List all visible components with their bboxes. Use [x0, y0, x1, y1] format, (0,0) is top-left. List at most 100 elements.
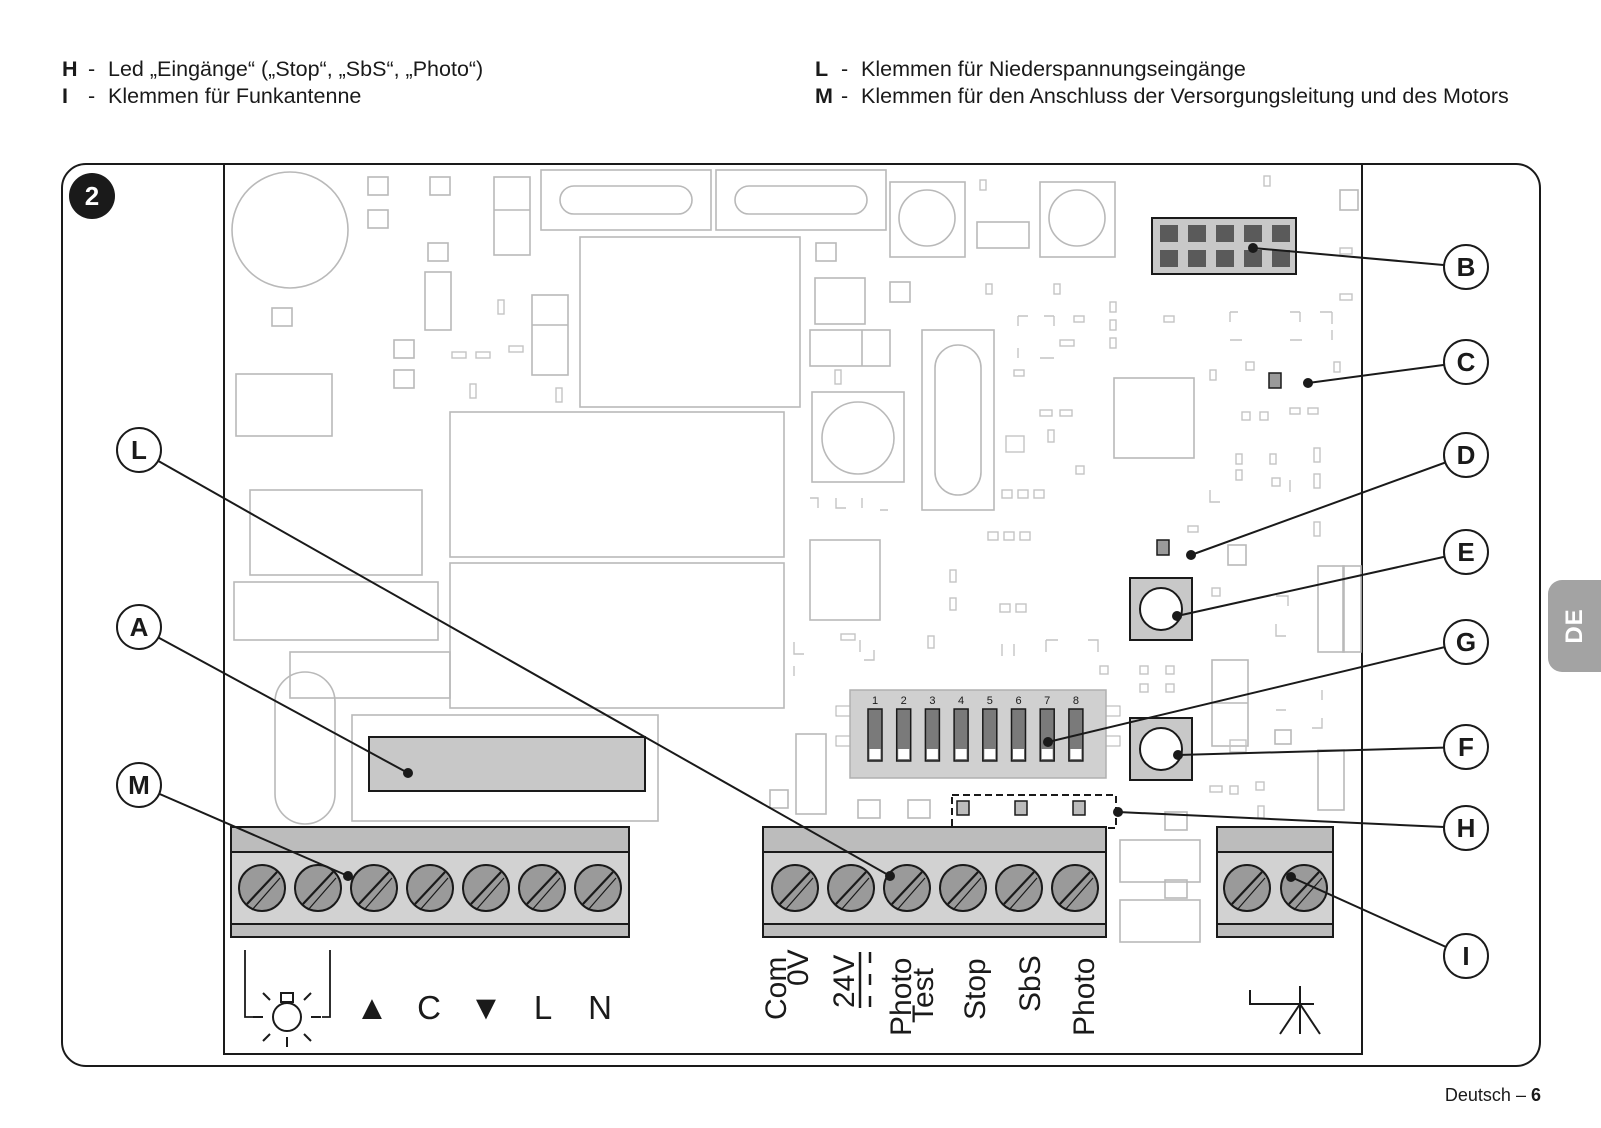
legend-dash: - — [88, 84, 96, 108]
page-footer: Deutsch – 6 — [1445, 1085, 1541, 1106]
dip-number: 7 — [1044, 695, 1050, 707]
legend-key: H — [62, 57, 78, 81]
sbs-label: SbS — [1014, 955, 1047, 1012]
board-outline — [223, 163, 1363, 1055]
callout-letter: F — [1458, 732, 1474, 762]
dip-number: 1 — [872, 695, 878, 707]
figure-number-badge — [69, 173, 115, 219]
callout-letter: G — [1456, 627, 1476, 657]
lamp-bracket — [244, 950, 331, 1018]
legend-item-l: L - Klemmen für Niederspannungseingänge — [815, 56, 1526, 83]
button-f — [1129, 717, 1193, 781]
figure-number: 2 — [85, 181, 99, 211]
neutral-label: N — [588, 989, 612, 1026]
callout-c: C — [1303, 339, 1489, 388]
dip-lever — [895, 708, 912, 762]
legend-right: L - Klemmen für Niederspannungseingänge … — [815, 56, 1526, 110]
callout-a: A — [116, 604, 413, 778]
legend-text: Klemmen für Funkantenne — [108, 84, 362, 108]
dip-lever-knob — [869, 749, 881, 759]
line-label: L — [534, 989, 552, 1026]
legend-dash: - — [841, 57, 849, 81]
legend-item-i: I - Klemmen für Funkantenne — [62, 83, 773, 110]
dip-number: 2 — [901, 695, 907, 707]
callout-e: E — [1172, 529, 1489, 621]
photo-test-label-2: Test — [907, 967, 940, 1023]
callout-l: L — [116, 427, 895, 881]
callout-letter: E — [1457, 537, 1474, 567]
lamp-icon — [253, 992, 321, 1047]
dip-number: 5 — [987, 695, 993, 707]
small-smd-parts — [451, 175, 1353, 819]
legend-text: Klemmen für Niederspannungseingänge — [861, 57, 1246, 81]
zero-volt-label: 0V — [782, 949, 815, 986]
input-terminal-block — [762, 826, 1107, 938]
com-label: Com — [760, 957, 793, 1020]
button-e — [1129, 577, 1193, 641]
terminal-blocks — [230, 826, 1334, 938]
callout-letter: D — [1457, 440, 1476, 470]
dip-lever — [867, 708, 883, 762]
dip-lever-knob — [1070, 749, 1082, 759]
callout-f: F — [1173, 724, 1489, 770]
callout-m: M — [116, 762, 353, 881]
led-d — [1156, 539, 1170, 556]
antenna-icon — [1249, 986, 1321, 1035]
legend-key: I — [62, 84, 68, 108]
common-label: C — [417, 989, 441, 1026]
callout-letter: I — [1462, 941, 1469, 971]
language-tab-label: DE — [1560, 608, 1588, 644]
open-arrow-label: ▲ — [355, 989, 389, 1027]
input-terminal-labels: Com 0V 24V Photo Test Stop SbS Photo — [760, 949, 1101, 1036]
antenna-terminal-block — [1216, 826, 1334, 938]
dip-lever-knob — [898, 749, 910, 759]
motor-terminal-block — [230, 826, 630, 938]
dip-lever — [1039, 708, 1055, 762]
legend-key: M — [815, 84, 833, 108]
callout-letter: A — [130, 612, 149, 642]
connector-b — [1151, 217, 1297, 275]
callout-d: D — [1186, 432, 1489, 560]
dip-number: 3 — [929, 695, 935, 707]
footer-separator: – — [1515, 1085, 1526, 1105]
legend-text: Klemmen für den Anschluss der Versorgung… — [861, 84, 1509, 108]
dip-lever-knob — [926, 749, 938, 759]
callout-g: G — [1043, 619, 1489, 747]
callout-letter: C — [1457, 347, 1476, 377]
dip-lever — [953, 708, 969, 762]
callout-letter: L — [131, 435, 147, 465]
component-a — [368, 736, 646, 792]
dip-lever — [1010, 708, 1027, 762]
led-c — [1268, 372, 1282, 389]
legend-dash: - — [841, 84, 849, 108]
callout-i: I — [1286, 872, 1489, 979]
24v-label: 24V — [828, 955, 861, 1008]
footer-language: Deutsch — [1444, 1085, 1511, 1105]
legend-left: H - Led „Eingänge“ („Stop“, „SbS“, „Phot… — [62, 56, 773, 110]
legend-item-m: M - Klemmen für den Anschluss der Versor… — [815, 83, 1526, 110]
dip-lever — [982, 708, 998, 762]
page-number: 6 — [1530, 1085, 1541, 1105]
photo-test-label-1: Photo — [885, 958, 918, 1036]
dip-lever-knob — [955, 749, 967, 759]
legend-dash: - — [88, 57, 96, 81]
dip-number: 8 — [1073, 695, 1079, 707]
dip-number: 4 — [958, 695, 964, 707]
dip-lever-knob — [1013, 749, 1024, 759]
legend-item-h: H - Led „Eingänge“ („Stop“, „SbS“, „Phot… — [62, 56, 773, 83]
legend-text: Led „Eingänge“ („Stop“, „SbS“, „Photo“) — [108, 57, 484, 81]
callout-letter: H — [1457, 813, 1476, 843]
callout-letter: M — [128, 770, 150, 800]
callout-h: H — [1113, 805, 1489, 851]
buzzer-component — [231, 171, 349, 289]
photo-label: Photo — [1068, 958, 1101, 1036]
dip-lever-knob — [984, 749, 996, 759]
dip-lever-knob — [1041, 749, 1053, 759]
input-leds-h — [951, 794, 1117, 829]
dip-lever — [924, 708, 941, 762]
close-arrow-label: ▼ — [469, 989, 503, 1027]
stop-label: Stop — [959, 958, 992, 1020]
